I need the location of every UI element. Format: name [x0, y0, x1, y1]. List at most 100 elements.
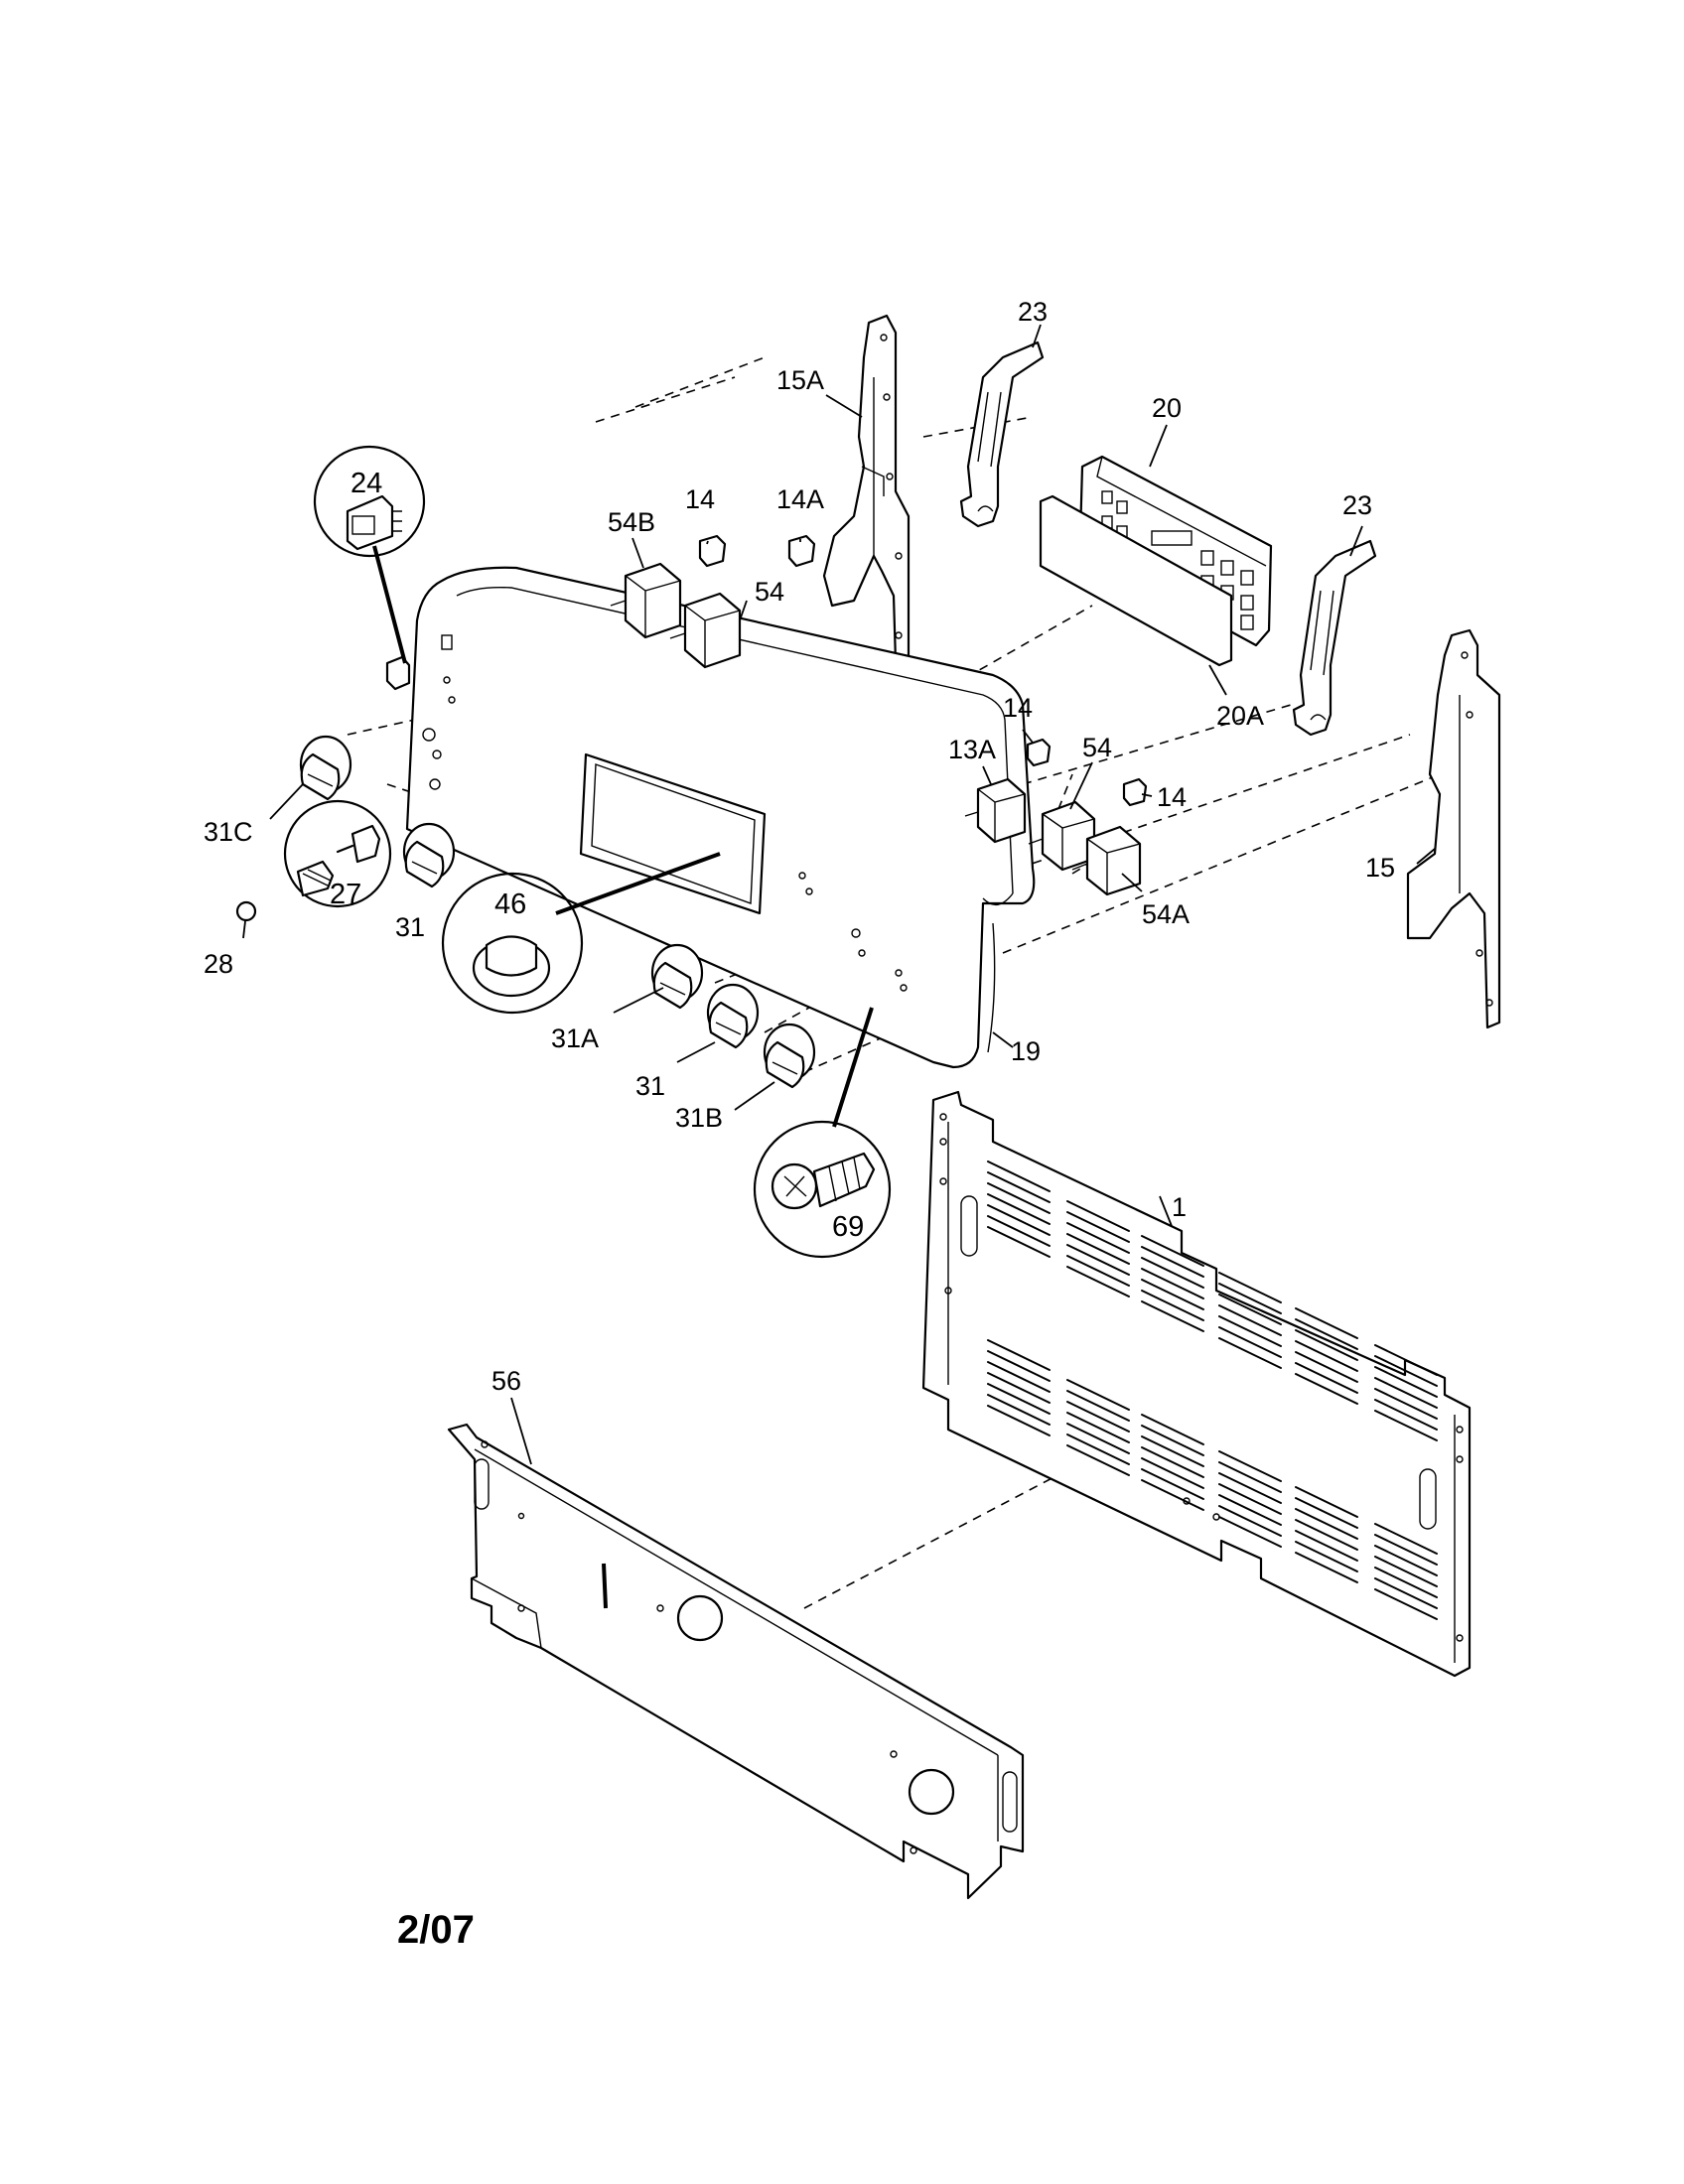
label-14-right: 14 [1157, 782, 1187, 812]
part-31A-knob [650, 943, 704, 1010]
label-31A: 31A [551, 1024, 599, 1053]
louver-slot [1141, 1414, 1204, 1445]
louver-slot [1295, 1519, 1358, 1551]
louver-slot [1374, 1399, 1438, 1431]
part-28-knob-cap [235, 900, 257, 922]
louver-slot [1374, 1588, 1438, 1620]
part-31C-knob [299, 735, 352, 801]
louver-slot [1374, 1577, 1438, 1609]
louver-slot [987, 1193, 1051, 1225]
louver-slot [1295, 1541, 1358, 1572]
label-24: 24 [351, 468, 382, 499]
part-54B-switch [610, 562, 682, 639]
louver-slot [1141, 1435, 1204, 1467]
label-46: 46 [494, 888, 526, 920]
part-19-control-panel [405, 566, 1036, 1069]
louver-slot [1218, 1494, 1282, 1526]
label-23-left: 23 [1018, 297, 1048, 327]
label-54-right: 54 [1082, 733, 1112, 762]
louver-slot [1374, 1377, 1438, 1409]
louver-slot [987, 1372, 1051, 1404]
label-31B: 31B [675, 1103, 723, 1133]
louver-slot [1295, 1530, 1358, 1562]
part-31-knob-left [402, 822, 456, 888]
louver-slot [1295, 1552, 1358, 1583]
part-31B-knob [763, 1023, 816, 1089]
label-31-bottom: 31 [635, 1071, 665, 1101]
louver-slot [1066, 1233, 1130, 1265]
label-14A: 14A [776, 484, 824, 514]
louver-slot [1295, 1486, 1358, 1518]
part-14-terminal-top [698, 534, 727, 568]
louver-slot [1141, 1468, 1204, 1500]
part-27-rotary-switch [283, 799, 392, 908]
louver-slot [1141, 1246, 1204, 1278]
part-15A-end-bracket [822, 314, 911, 697]
louver-slot [1218, 1472, 1282, 1504]
louver-slot [1295, 1351, 1358, 1383]
label-54A: 54A [1142, 899, 1190, 929]
louver-slot [1066, 1266, 1130, 1297]
louver-slot [1218, 1450, 1282, 1482]
label-20A: 20A [1216, 701, 1264, 731]
louver-slot [1218, 1326, 1282, 1358]
part-23-clip-right [1292, 539, 1377, 737]
part-14-terminal-right [1122, 777, 1148, 807]
footer-date-code: 2/07 [397, 1908, 475, 1952]
louver-slot [1295, 1497, 1358, 1529]
label-23-right: 23 [1342, 490, 1372, 520]
louver-slot [1066, 1390, 1130, 1422]
louver-slot [987, 1339, 1051, 1371]
louver-slot [1218, 1304, 1282, 1336]
label-1: 1 [1172, 1192, 1187, 1222]
louver-slot [987, 1405, 1051, 1436]
louver-slot [1374, 1344, 1438, 1376]
louver-slot [1066, 1200, 1130, 1232]
part-20-control-board [1039, 455, 1273, 667]
label-28: 28 [204, 949, 233, 979]
louver-slot [987, 1182, 1051, 1214]
louver-slot [1141, 1446, 1204, 1478]
part-54-switch-left [669, 592, 742, 669]
louver-slot [1141, 1425, 1204, 1456]
part-23-clip-left [959, 341, 1045, 528]
louver-slot [987, 1394, 1051, 1426]
part-13A-switch [964, 777, 1027, 844]
louver-slot [1218, 1516, 1282, 1548]
louver-slot [987, 1204, 1051, 1236]
louver-slot [1374, 1523, 1438, 1555]
label-14-mid: 14 [1003, 693, 1033, 723]
louver-slot [1066, 1222, 1130, 1254]
louver-slot [1141, 1479, 1204, 1511]
louver-slot [1295, 1508, 1358, 1540]
louver-slot [1295, 1318, 1358, 1350]
part-69-screw [753, 1007, 892, 1259]
louver-slot [1066, 1412, 1130, 1443]
louver-slot [1374, 1567, 1438, 1598]
louver-slot [987, 1383, 1051, 1415]
louver-slot [1218, 1505, 1282, 1537]
louver-slot [1218, 1461, 1282, 1493]
louver-slot [987, 1226, 1051, 1258]
louver-slot [987, 1160, 1051, 1192]
label-27: 27 [330, 879, 361, 910]
callout-labels: 23 20 23 15A 24 54B 14 14A 54 20A 14 13A… [204, 297, 1395, 1396]
louver-slot [1066, 1244, 1130, 1276]
louver-slots [987, 1160, 1438, 1620]
label-13A: 13A [948, 735, 996, 764]
louver-slot [1374, 1366, 1438, 1398]
louver-slot [1141, 1279, 1204, 1310]
louver-slot [1066, 1255, 1130, 1287]
louver-slot [1218, 1337, 1282, 1369]
part-14A-terminal [787, 534, 816, 568]
louver-slot [1141, 1268, 1204, 1299]
louver-slot [1374, 1556, 1438, 1587]
part-24-rocker-switch [313, 445, 426, 691]
louver-slot [1295, 1329, 1358, 1361]
louver-slot [1141, 1290, 1204, 1321]
part-54-switch-right [1028, 800, 1096, 872]
leader-lines [242, 324, 1436, 1465]
louver-slot [1141, 1300, 1204, 1332]
part-46-indicator-lamp [441, 852, 721, 1015]
louver-slot [1218, 1272, 1282, 1303]
